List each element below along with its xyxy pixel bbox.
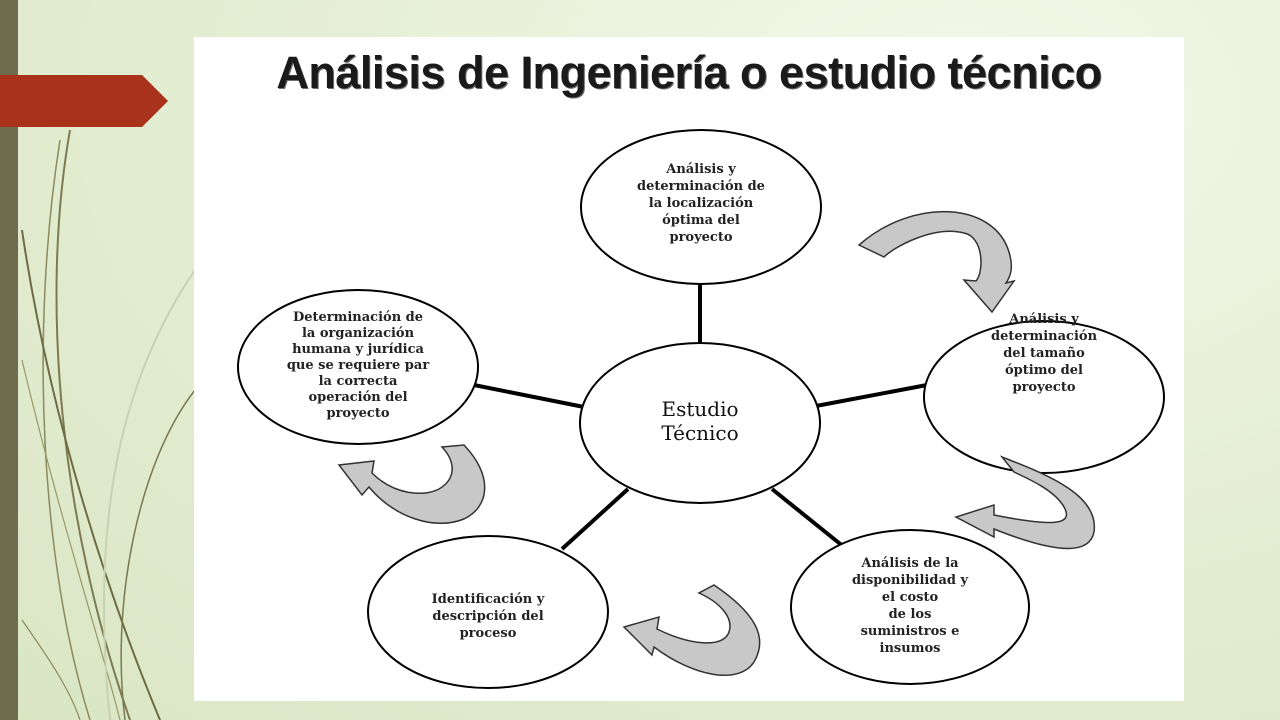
node-circle-suministros [790,529,1030,685]
curved-arrow-proceso-to-organizacion [337,444,486,524]
node-proceso-label: Identificación y descripción del proceso [431,592,545,641]
node-circle-organizacion [237,289,479,445]
red-arrow-tab [0,75,168,127]
diagram-slide-frame: Análisis de Ingeniería o estudio técnico… [194,37,1184,701]
connector-suministros [770,487,846,549]
node-localizacion-label: Análisis y determinación de la localizac… [637,162,765,245]
connector-tamano [815,383,928,408]
curved-arrow-tamano-to-suministros [954,455,1095,550]
node-circle-center [579,342,821,504]
connector-organizacion [473,383,585,409]
node-circle-tamano [923,320,1165,474]
node-circle-localizacion [580,129,822,285]
connector-proceso [560,487,630,551]
node-circle-proceso [367,535,609,689]
slide-title: Análisis de Ingeniería o estudio técnico [276,47,1102,98]
node-suministros-label: Análisis de la disponibilidad y el costo… [851,556,969,656]
curved-arrow-localizacion-to-tamano [857,210,1016,314]
node-tamano-label: Análisis y determinación del tamaño ópti… [990,312,1098,395]
curved-arrow-suministros-to-proceso [622,584,761,677]
decorative-swoosh-lines [21,129,196,720]
node-center-label: Estudio Técnico [661,397,739,445]
left-accent-bar [0,0,18,720]
diagram-canvas [237,129,1165,689]
node-organizacion-label: Determinación de la organización humana … [286,310,430,421]
